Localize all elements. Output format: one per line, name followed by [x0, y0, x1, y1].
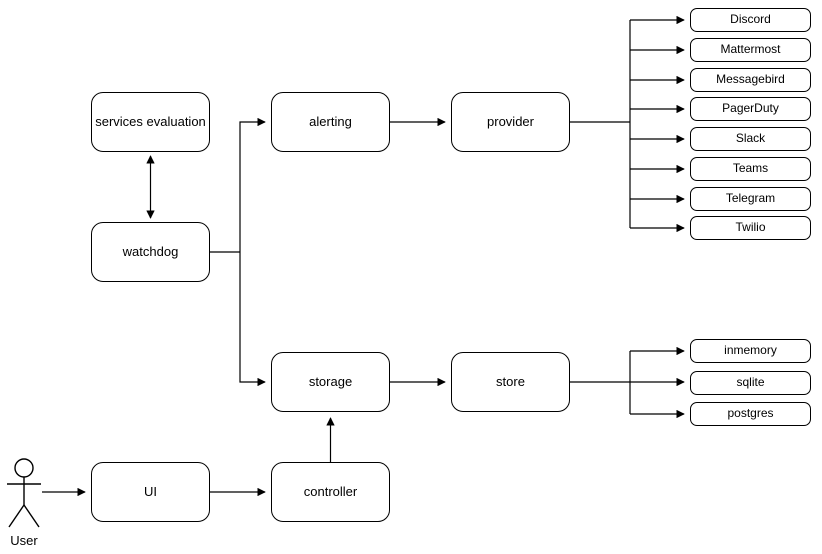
node-label: alerting	[309, 113, 352, 129]
node-ui[interactable]: UI	[91, 462, 210, 522]
node-messagebird[interactable]: Messagebird	[690, 68, 811, 92]
node-label: watchdog	[122, 243, 179, 259]
node-slack[interactable]: Slack	[690, 127, 811, 151]
node-store[interactable]: store	[451, 352, 570, 412]
node-storage[interactable]: storage	[271, 352, 390, 412]
node-watchdog[interactable]: watchdog	[91, 222, 210, 282]
edge-watchdog-storage	[239, 252, 266, 387]
node-label: storage	[308, 373, 353, 389]
node-sqlite[interactable]: sqlite	[690, 371, 811, 395]
node-telegram[interactable]: Telegram	[690, 187, 811, 211]
user-actor-label: User	[10, 533, 38, 548]
node-label: Discord	[730, 12, 771, 27]
node-label: Messagebird	[716, 72, 785, 87]
user-actor-icon	[7, 458, 41, 528]
node-provider[interactable]: provider	[451, 92, 570, 152]
node-discord[interactable]: Discord	[690, 8, 811, 32]
node-label: controller	[303, 483, 358, 499]
node-label: provider	[487, 113, 534, 129]
node-label: Mattermost	[720, 42, 781, 57]
node-twilio[interactable]: Twilio	[690, 216, 811, 240]
node-label: Teams	[732, 161, 769, 176]
node-label: Slack	[735, 131, 766, 146]
node-label: store	[496, 373, 525, 389]
node-inmemory[interactable]: inmemory	[690, 339, 811, 363]
node-pagerduty[interactable]: PagerDuty	[690, 97, 811, 121]
node-postgres[interactable]: postgres	[690, 402, 811, 426]
node-services-evaluation[interactable]: services evaluation	[91, 92, 210, 152]
node-label: sqlite	[736, 375, 765, 390]
node-mattermost[interactable]: Mattermost	[690, 38, 811, 62]
node-alerting[interactable]: alerting	[271, 92, 390, 152]
node-teams[interactable]: Teams	[690, 157, 811, 181]
node-controller[interactable]: controller	[271, 462, 390, 522]
node-label: services evaluation	[95, 113, 206, 129]
node-label: Twilio	[735, 220, 766, 235]
node-label: UI	[144, 483, 157, 499]
node-label: inmemory	[724, 343, 777, 358]
node-label: Telegram	[725, 191, 776, 206]
node-label: PagerDuty	[722, 101, 779, 116]
node-label: postgres	[727, 406, 774, 421]
edge-watchdog-alerting	[239, 117, 266, 252]
